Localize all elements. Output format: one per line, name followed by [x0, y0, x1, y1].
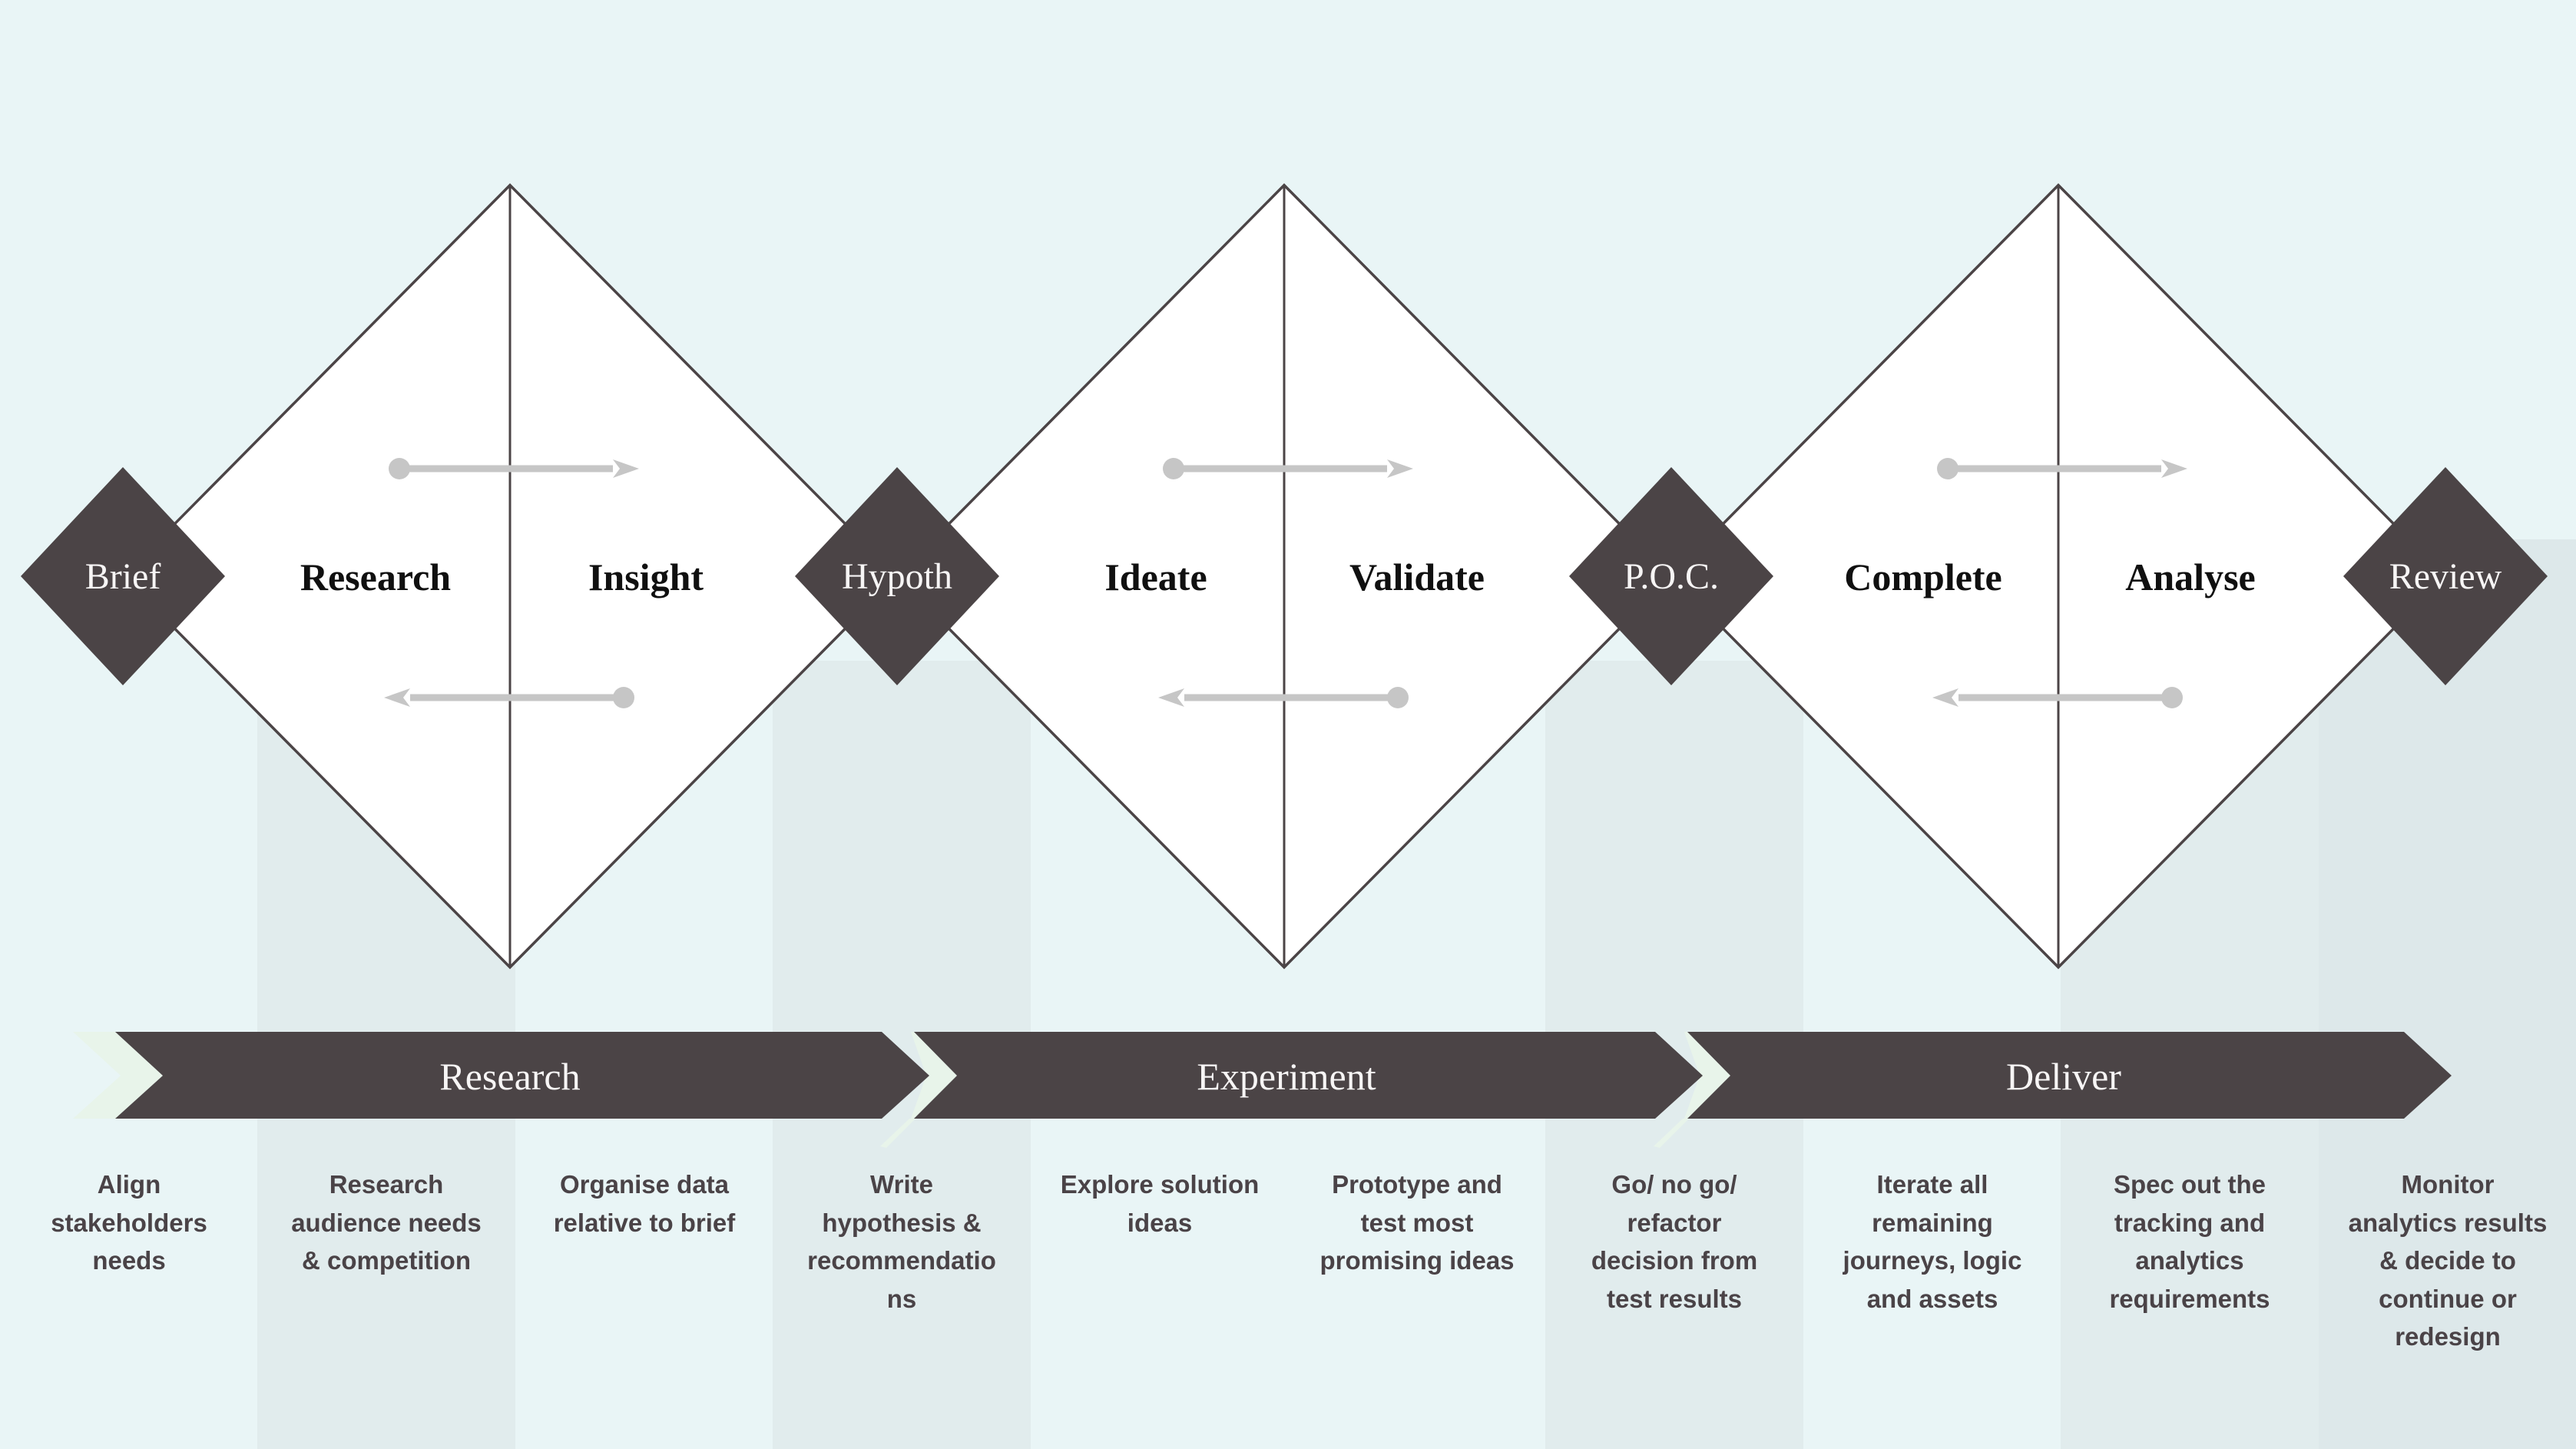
banner-segment-research — [115, 1032, 929, 1119]
diamond-right-label: Insight — [588, 555, 704, 598]
arrow-start-dot — [2161, 687, 2183, 708]
step-text: Monitor analytics results & decide to co… — [2348, 1170, 2548, 1351]
diamond-left-label: Research — [300, 555, 451, 598]
milestone-diamond-brief — [21, 467, 225, 685]
step-text: Iterate all remaining journeys, logic an… — [1843, 1170, 2022, 1313]
arrow-start-dot — [389, 458, 410, 479]
step-text: Prototype and test most promising ideas — [1319, 1170, 1515, 1275]
diamond-right-label: Validate — [1349, 555, 1485, 598]
chevron-start — [73, 1032, 163, 1119]
step-text: Spec out the tracking and analytics requ… — [2109, 1170, 2270, 1313]
arrow-start-dot — [1387, 687, 1409, 708]
diamond-right-label: Analyse — [2125, 555, 2255, 598]
banner-label-research: Research — [439, 1055, 580, 1098]
milestone-label: Brief — [85, 556, 161, 597]
milestone-label: Review — [2389, 556, 2502, 597]
arrow-start-dot — [1937, 458, 1958, 479]
milestone-label: Hypoth — [842, 556, 952, 597]
banner-label-experiment: Experiment — [1197, 1055, 1376, 1098]
milestone-label: P.O.C. — [1624, 556, 1719, 597]
diamond-left-label: Ideate — [1104, 555, 1207, 598]
chevron-separator — [911, 1032, 957, 1119]
milestone-diamond-review — [2343, 467, 2548, 685]
chevron-separator-tail — [880, 1119, 916, 1148]
milestone-diamond-hypoth — [795, 467, 999, 685]
step-text: Write hypothesis & recommendations — [807, 1170, 996, 1313]
banner-segment-experiment — [914, 1032, 1703, 1119]
step-text: Align stakeholders needs — [51, 1170, 207, 1275]
banner-label-deliver: Deliver — [2006, 1055, 2121, 1098]
background-stripe-right — [2319, 539, 2576, 1449]
step-text: Research audience needs & competition — [291, 1170, 482, 1275]
milestone-diamond-poc — [1569, 467, 1773, 685]
step-text: Explore solution ideas — [1060, 1170, 1260, 1237]
chevron-separator-tail — [1654, 1119, 1689, 1148]
diamond-left-label: Complete — [1844, 555, 2002, 598]
step-text: Organise data relative to brief — [553, 1170, 736, 1237]
arrow-start-dot — [613, 687, 634, 708]
chevron-separator — [1684, 1032, 1730, 1119]
arrow-start-dot — [1163, 458, 1184, 479]
step-text: Go/ no go/ refactor decision from test r… — [1591, 1170, 1758, 1313]
banner-segment-deliver — [1687, 1032, 2452, 1119]
